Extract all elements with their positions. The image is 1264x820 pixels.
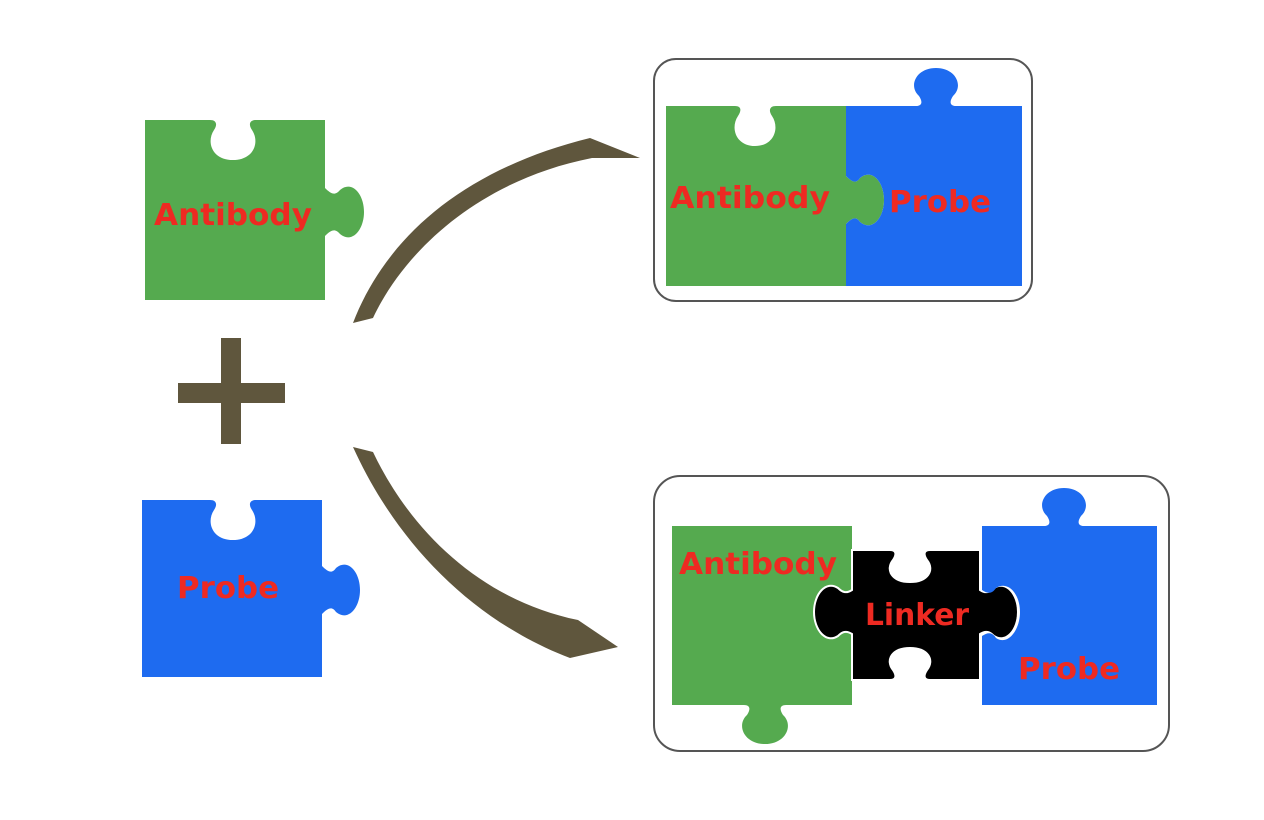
linker-antibody-shape	[672, 526, 852, 744]
probe-label: Probe	[177, 571, 279, 606]
plus-icon	[178, 338, 285, 444]
linker-probe-shape	[982, 488, 1157, 705]
reaction-arrow-lower	[353, 447, 618, 658]
linker-antibody-label: Antibody	[679, 547, 837, 582]
direct-antibody-label: Antibody	[670, 181, 830, 216]
direct-probe-label: Probe	[889, 185, 991, 220]
linker-label: Linker	[865, 598, 969, 633]
linker-shape	[812, 549, 1020, 681]
direct-conjugate-box: Antibody Probe	[653, 58, 1033, 302]
probe-piece: Probe	[142, 500, 360, 677]
linker-probe-label: Probe	[1018, 652, 1120, 687]
linker-conjugate-box: Antibody Linker Probe	[653, 475, 1170, 752]
antibody-label: Antibody	[154, 198, 312, 233]
reaction-arrow-upper	[353, 138, 640, 323]
antibody-piece: Antibody	[145, 120, 364, 300]
probe-piece-shape	[142, 500, 360, 677]
antibody-piece-shape	[145, 120, 364, 300]
direct-probe-shape	[846, 68, 1022, 286]
direct-antibody-shape	[666, 106, 884, 286]
